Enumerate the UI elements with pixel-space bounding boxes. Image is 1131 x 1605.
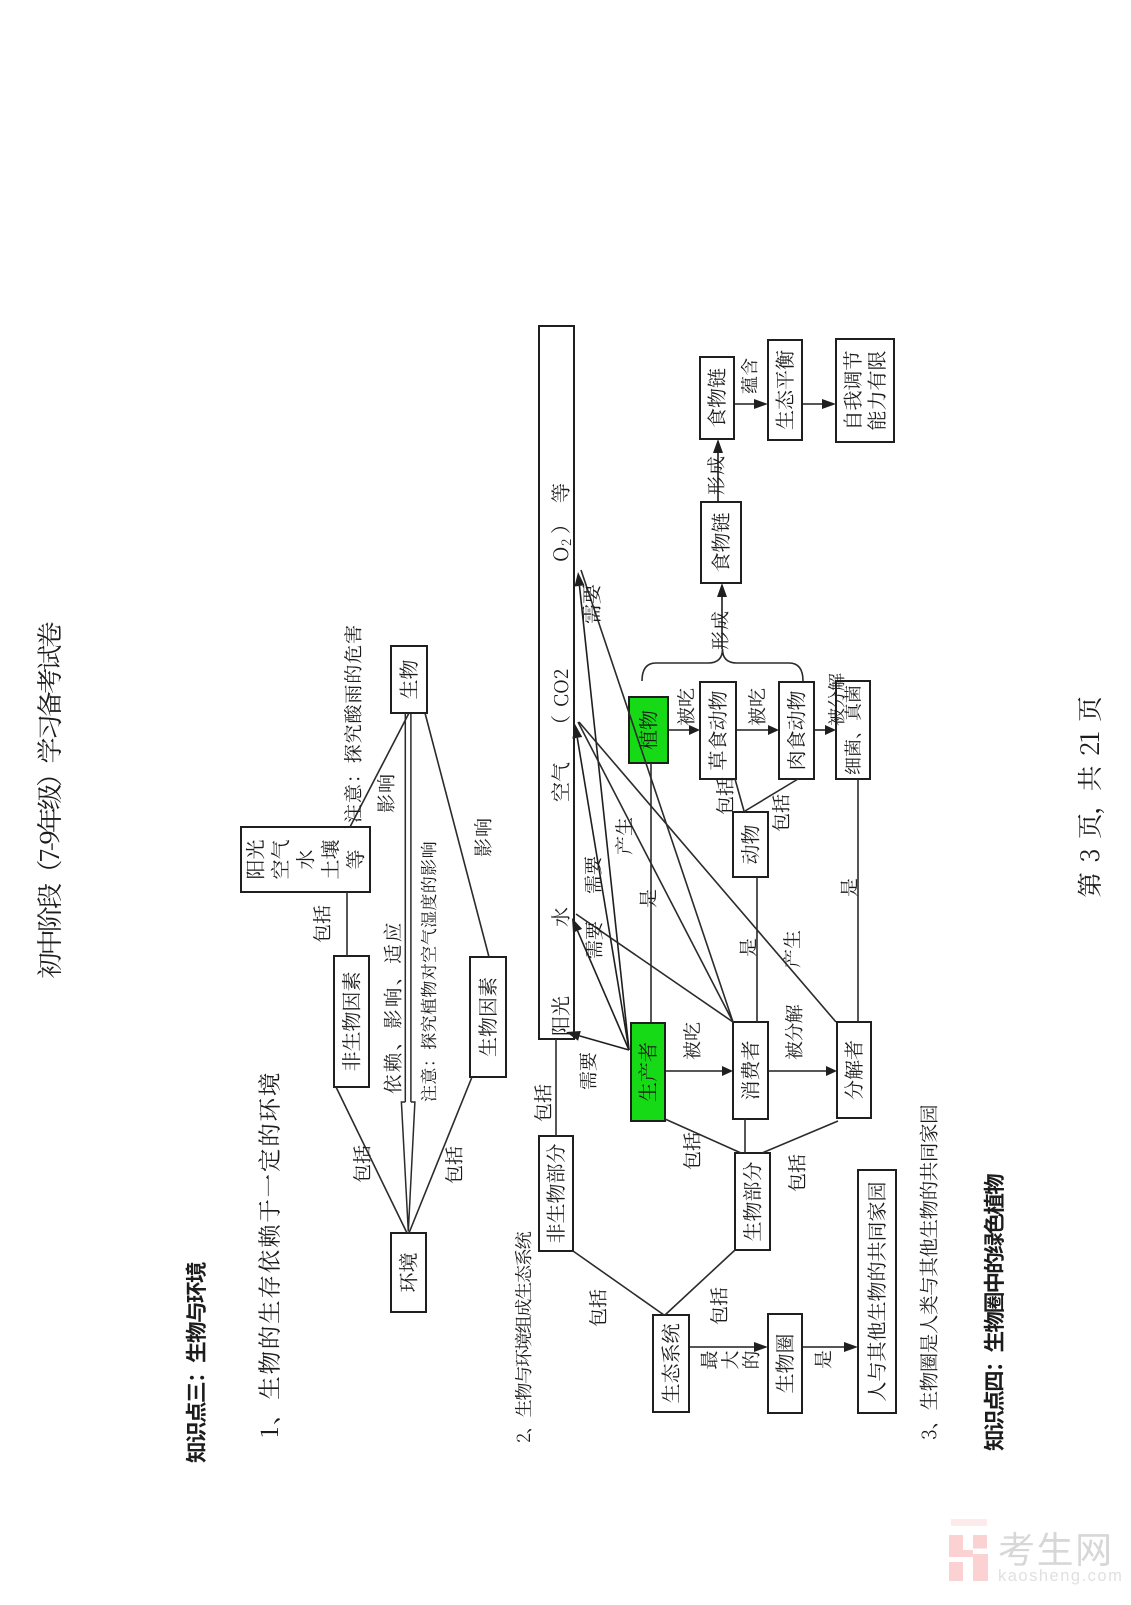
svg-text:kaosheng.com: kaosheng.com [998, 1567, 1123, 1585]
